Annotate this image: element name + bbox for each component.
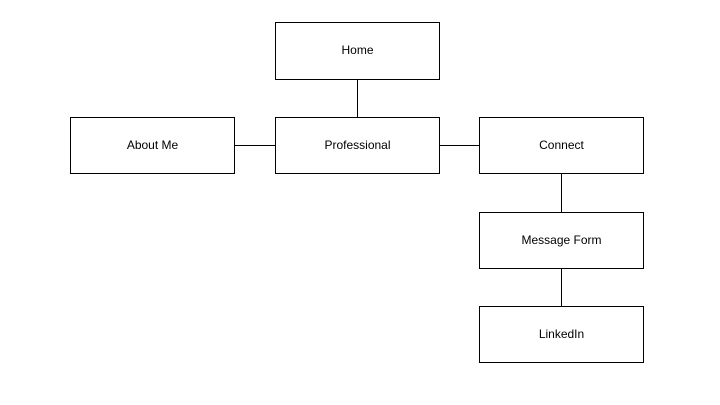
node-professional: Professional <box>275 117 440 174</box>
node-message-form-box <box>479 212 644 269</box>
node-connect-box <box>479 117 644 174</box>
node-message-form-label: Message Form <box>521 233 601 247</box>
node-about-me: About Me <box>70 117 235 174</box>
node-home-box <box>275 22 440 80</box>
node-about-me-box <box>70 117 235 174</box>
node-professional-box <box>275 117 440 174</box>
node-linkedin: LinkedIn <box>479 306 644 363</box>
node-about-me-label: About Me <box>127 138 179 152</box>
node-message-form: Message Form <box>479 212 644 269</box>
node-professional-label: Professional <box>324 138 390 152</box>
node-linkedin-box <box>479 306 644 363</box>
node-connect-label: Connect <box>539 138 584 152</box>
node-home-label: Home <box>341 43 373 57</box>
node-linkedin-label: LinkedIn <box>539 327 584 341</box>
node-connect: Connect <box>479 117 644 174</box>
node-home: Home <box>275 22 440 80</box>
